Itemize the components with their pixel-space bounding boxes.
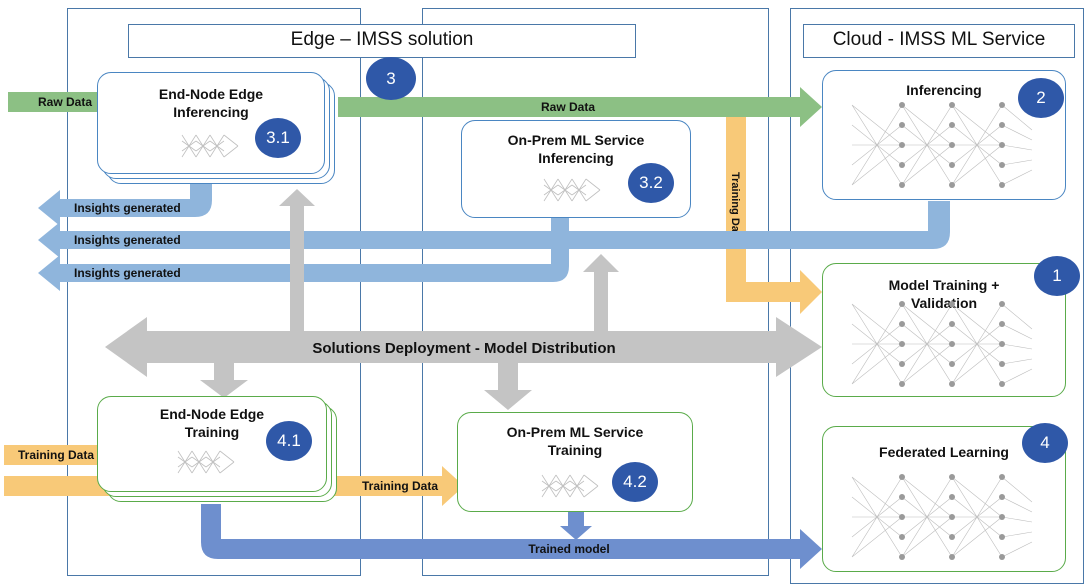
badge-3-1: 3.1 [255, 118, 301, 158]
deploy-up-arrow-endnode [279, 189, 315, 332]
deploy-down-arrow-endnode [200, 363, 248, 398]
end-node-inferencing-title: End-Node Edge Inferencing [158, 86, 264, 120]
trained-model-label: Trained model [528, 542, 609, 556]
model-training-title: Model Training + Validation [888, 277, 1000, 311]
insights-label-3: Insights generated [74, 266, 181, 280]
model-training-box[interactable]: Model Training + Validation [822, 263, 1066, 397]
training-data-vertical-label: Training Data [729, 172, 741, 243]
deployment-arrow [105, 317, 822, 377]
deployment-label: Solutions Deployment - Model Distributio… [312, 340, 615, 357]
small-network-icon [541, 474, 599, 498]
cloud-header: Cloud - IMSS ML Service [803, 24, 1075, 58]
edge-column-left [67, 8, 361, 576]
raw-data-flow-arrow [338, 87, 822, 127]
neural-network-icon [851, 474, 1033, 560]
training-data-input-label: Training Data [18, 448, 94, 462]
badge-3-2: 3.2 [628, 163, 674, 203]
training-data-vertical-arrow [726, 117, 822, 314]
onprem-training-box[interactable]: On-Prem ML Service Training [457, 412, 693, 512]
insights-arrow-1 [38, 183, 212, 226]
trained-model-arrow [201, 504, 822, 569]
raw-data-flow-label: Raw Data [541, 100, 595, 114]
federated-learning-title: Federated Learning [879, 444, 1009, 460]
raw-data-input-label: Raw Data [38, 95, 92, 109]
onprem-inferencing-title: On-Prem ML Service Inferencing [507, 132, 645, 166]
federated-learning-box[interactable]: Federated Learning [822, 426, 1066, 572]
end-node-training-title: End-Node Edge Training [159, 406, 265, 440]
cloud-inferencing-box[interactable]: Inferencing [822, 70, 1066, 200]
badge-1: 1 [1034, 256, 1080, 296]
insights-label-1: Insights generated [74, 201, 181, 215]
cloud-inferencing-title: Inferencing [906, 82, 982, 98]
badge-2: 2 [1018, 78, 1064, 118]
deploy-up-arrow-onprem [583, 254, 619, 332]
trained-model-down-arrow [560, 512, 592, 540]
insights-label-2: Insights generated [74, 233, 181, 247]
deploy-down-arrow-onprem [484, 363, 532, 410]
badge-4-2: 4.2 [612, 462, 658, 502]
neural-network-icon [851, 301, 1033, 387]
edge-header: Edge – IMSS solution [128, 24, 636, 58]
onprem-training-title: On-Prem ML Service Training [506, 424, 644, 458]
badge-4: 4 [1022, 423, 1068, 463]
neural-network-icon [851, 102, 1033, 188]
insights-arrow-2 [38, 201, 950, 258]
training-data-flow-label: Training Data [362, 479, 438, 493]
small-network-icon [177, 450, 235, 474]
small-network-icon [543, 178, 601, 202]
badge-3: 3 [366, 57, 416, 100]
insights-arrow-3 [38, 218, 569, 291]
badge-4-1: 4.1 [266, 421, 312, 461]
small-network-icon [181, 134, 239, 158]
